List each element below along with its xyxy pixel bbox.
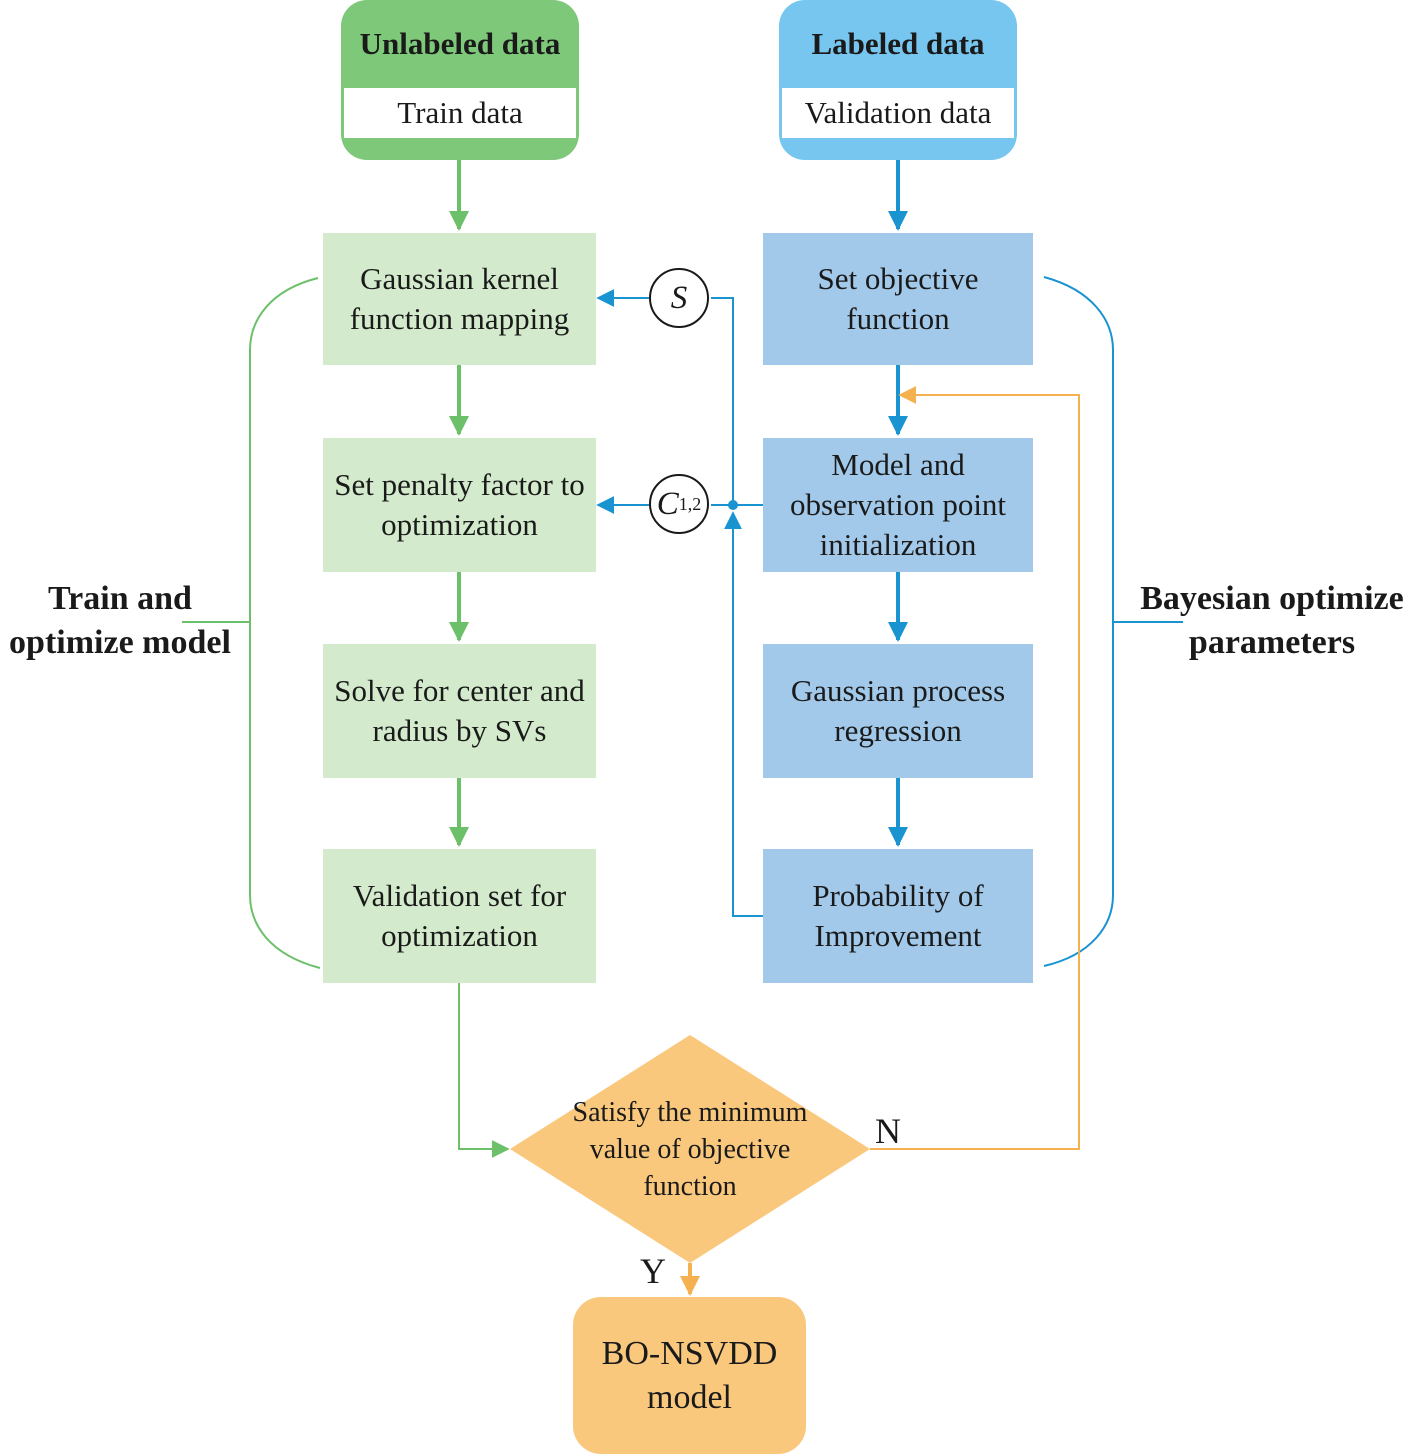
gaussian-process-step: Gaussian process regression [763,644,1033,778]
objective-function-step: Set objective function [763,233,1033,365]
decision-no-label: N [875,1111,901,1151]
feedback-poi-to-junction [724,511,763,917]
arrow-validation-to-decision [458,983,510,1158]
decision-diamond [510,1035,870,1263]
bayesian-group-label: Bayesian optimize parameters [1140,580,1404,661]
parameter-s-label: S [670,279,688,316]
penalty-factor-step: Set penalty factor to optimization [323,438,596,572]
parameter-c-subscript: 1,2 [678,493,702,514]
train-group-label: Train and optimize model [9,580,231,661]
labeled-data-title: Labeled data [811,26,985,61]
solve-center-radius-step: Solve for center and radius by SVs [323,644,596,778]
decision-yes-label: Y [640,1251,666,1291]
parameter-s-node: S [649,268,709,328]
result-model-box: BO-NSVDD model [573,1297,806,1454]
unlabeled-data-title: Unlabeled data [359,26,561,61]
parameter-c-label: C [656,485,679,522]
gaussian-kernel-step: Gaussian kernel function mapping [323,233,596,365]
left-group-brace [249,277,321,969]
model-initialization-step: Model and observation point initializati… [763,438,1033,572]
arrow-no-loop [870,386,1080,1150]
validation-set-step: Validation set for optimization [323,849,596,983]
unlabeled-data-block: Unlabeled data Train data [341,0,579,160]
decision-label: Satisfy the minimum value of objective f… [572,1097,808,1202]
probability-of-improvement-step: Probability of Improvement [763,849,1033,983]
labeled-data-block: Labeled data Validation data [779,0,1017,160]
line-junction-to-s [711,297,734,505]
train-data-label: Train data [344,88,576,138]
validation-data-label: Validation data [782,88,1014,138]
